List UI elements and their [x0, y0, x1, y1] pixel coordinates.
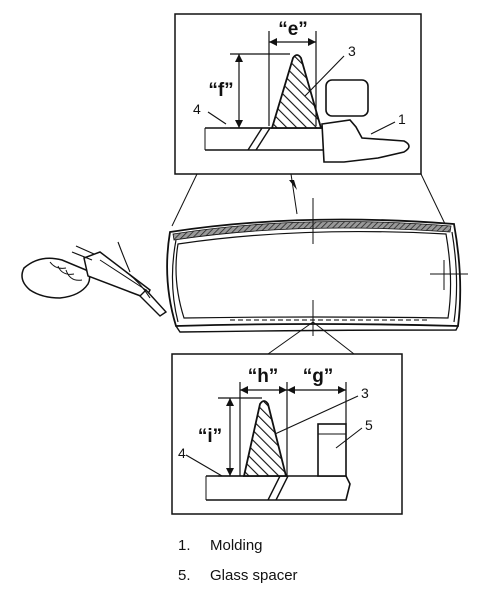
legend-item-glass-spacer: 5. Glass spacer	[178, 567, 298, 597]
windshield-installation-diagram: “e” “f” 3 4 1	[21, 13, 468, 515]
caulking-nozzle	[139, 288, 168, 317]
dim-f-label: “f”	[208, 80, 233, 101]
callout-3-bottom: 3	[361, 385, 369, 401]
bottom-detail: “h” “g” “i” 3 4 5	[171, 353, 403, 515]
dim-i-label: “i”	[198, 426, 222, 447]
dim-h-label: “h”	[248, 366, 279, 387]
callout-4-top: 4	[193, 101, 201, 117]
legend-number: 5.	[178, 567, 191, 584]
bottom-body-panel	[206, 475, 351, 501]
bottom-glass-spacer	[317, 423, 347, 477]
callout-4-bottom: 4	[178, 445, 186, 461]
callout-3-top: 3	[348, 43, 356, 59]
legend-number: 1.	[178, 537, 191, 554]
top-glass	[325, 79, 369, 117]
top-detail: “e” “f” 3 4 1	[174, 13, 422, 175]
legend-text: Glass spacer	[210, 567, 298, 584]
windshield-inner-outline	[175, 230, 452, 319]
caulking-gun-illustration	[21, 241, 168, 317]
top-molding	[321, 119, 410, 163]
hand	[21, 257, 91, 299]
legend-item-molding: 1. Molding	[178, 537, 298, 567]
top-adhesive-bead	[270, 54, 323, 129]
parts-legend: 1. Molding 5. Glass spacer	[178, 537, 298, 597]
windshield	[166, 198, 468, 336]
dim-e-label: “e”	[278, 19, 308, 40]
windshield-outer-frame	[166, 218, 462, 327]
callout-1-top: 1	[398, 111, 406, 127]
caulking-gun	[83, 251, 151, 299]
legend-text: Molding	[210, 537, 263, 554]
windshield-adhesive-top	[172, 221, 452, 241]
dim-g-label: “g”	[303, 366, 334, 387]
callout-5-bottom: 5	[365, 417, 373, 433]
bottom-adhesive-bead	[242, 400, 288, 477]
